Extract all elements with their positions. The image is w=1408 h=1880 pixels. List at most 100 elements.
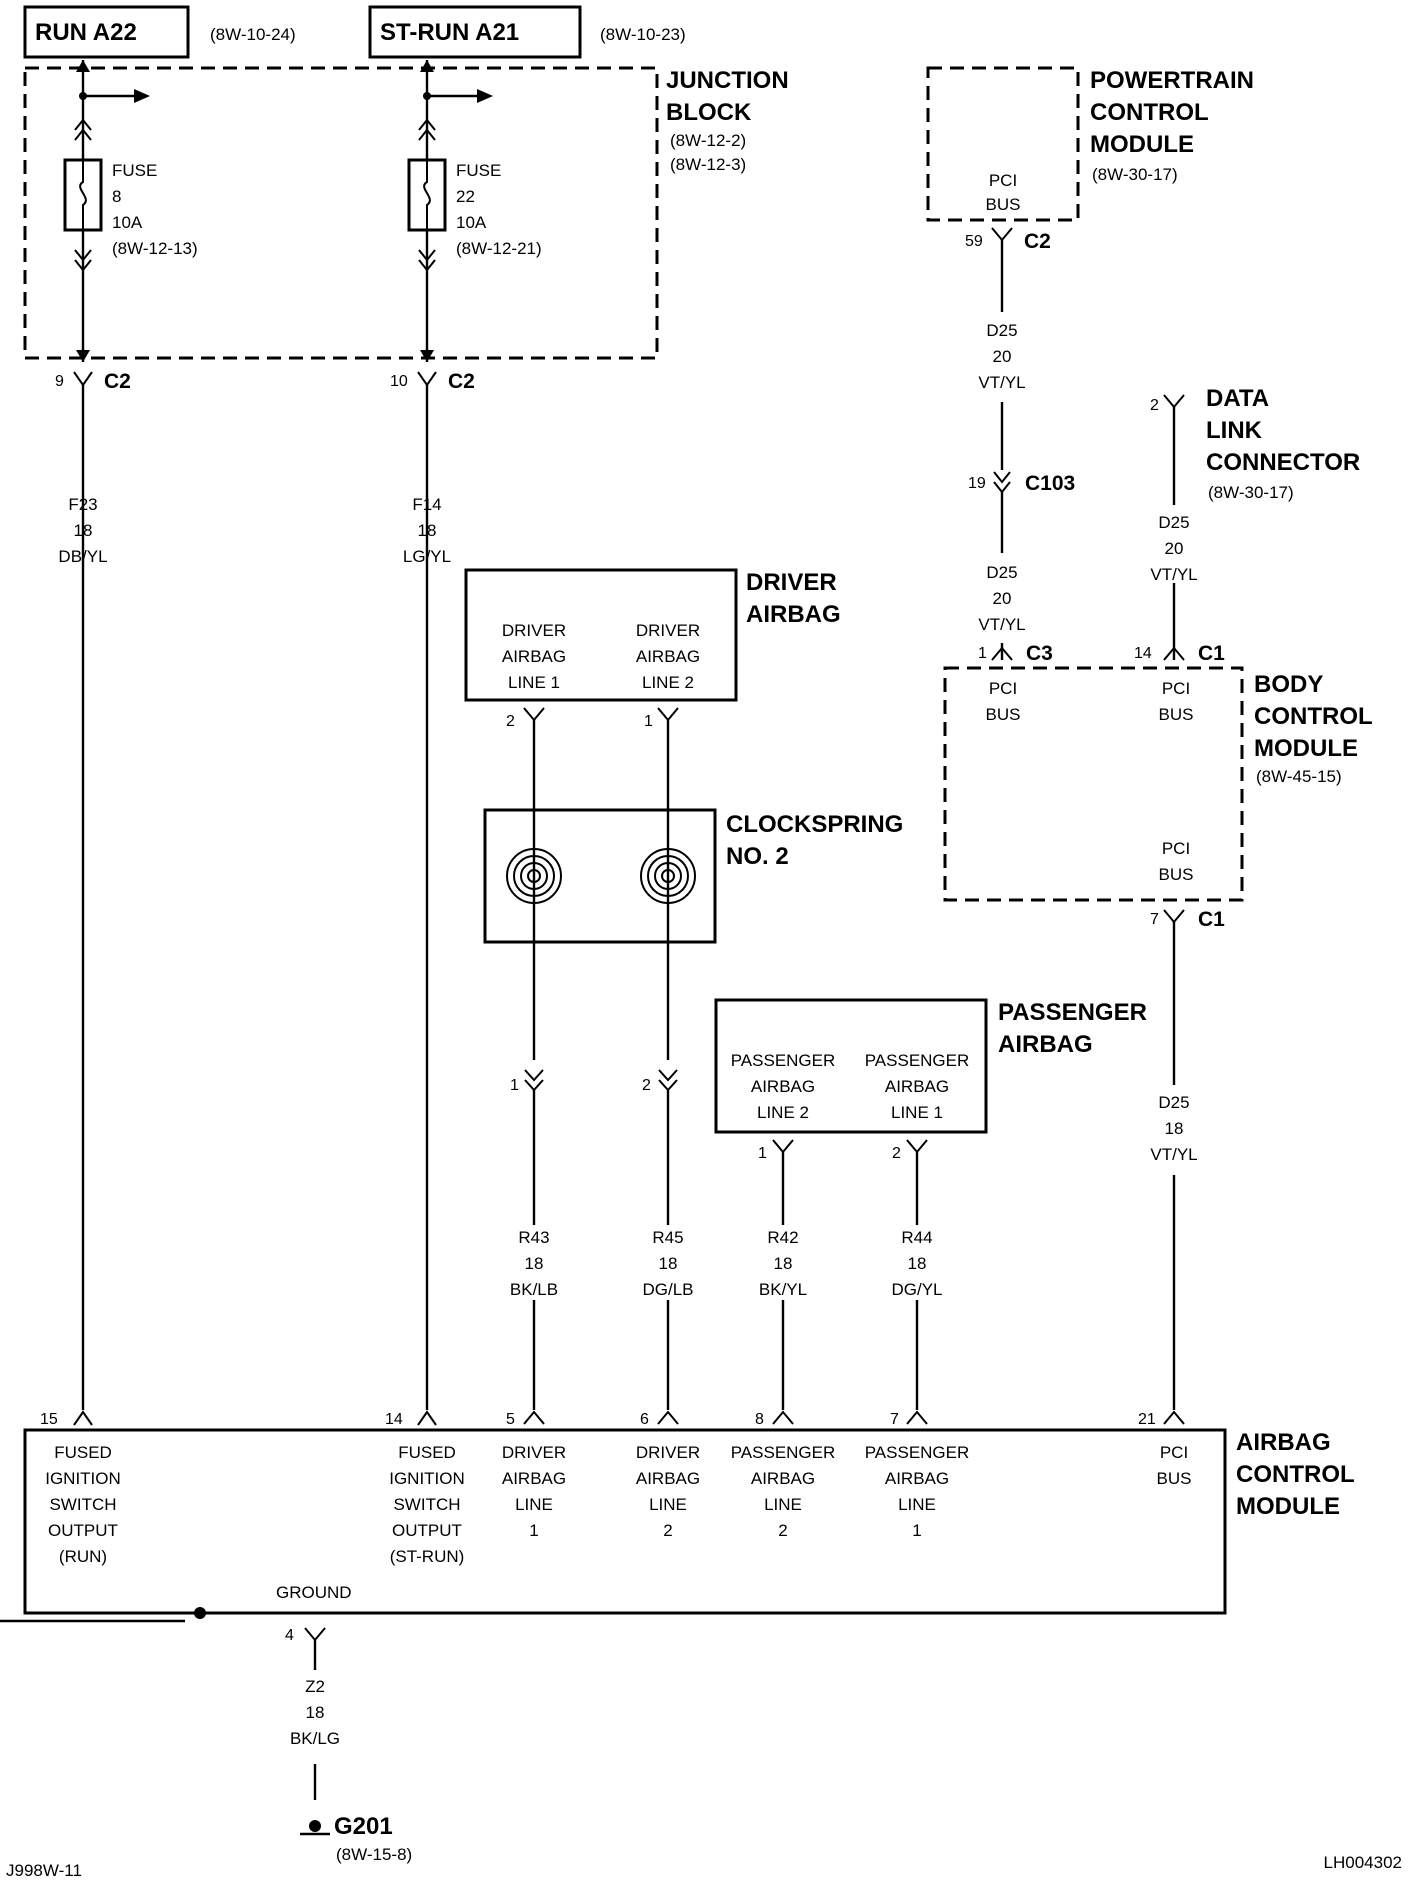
ground-g201: G201 — [334, 1813, 393, 1840]
driver-airbag-title: AIRBAG — [746, 601, 841, 628]
bcm-pci-label: PCI — [989, 679, 1017, 698]
bcm-outline — [943, 666, 1244, 902]
ground-ref: (8W-15-8) — [336, 1845, 412, 1864]
wire-f14: 18 — [418, 521, 437, 540]
wire-d25: VT/YL — [1150, 1145, 1197, 1164]
ground-pin: 4 — [285, 1627, 294, 1644]
passenger-airbag-line2: AIRBAG — [751, 1077, 815, 1096]
footer-left-code: J998W-11 — [6, 1861, 82, 1880]
wire-d25: D25 — [986, 563, 1017, 582]
acm-title: MODULE — [1236, 1493, 1340, 1520]
pcm-pci-label: BUS — [986, 195, 1021, 214]
wire-z2: 18 — [306, 1703, 325, 1722]
wire-f14: F14 — [412, 495, 441, 514]
run-a22-ref: (8W-10-24) — [210, 25, 296, 44]
wire-d25: D25 — [986, 321, 1017, 340]
wire-r45: R45 — [652, 1228, 683, 1247]
wire-r42: R42 — [767, 1228, 798, 1247]
fuse-22-label: 10A — [456, 213, 487, 232]
passenger-airbag-title: PASSENGER — [998, 999, 1147, 1026]
wire-f23: F23 — [68, 495, 97, 514]
clockspring-box — [483, 808, 717, 944]
acm-pin-label: FUSED — [398, 1443, 456, 1462]
passenger-airbag-line1: PASSENGER — [865, 1051, 970, 1070]
st-run-a21-label: ST-RUN A21 — [380, 19, 519, 46]
fuse-22-label: 22 — [456, 187, 475, 206]
wire-r45: DG/LB — [642, 1280, 693, 1299]
junction-block-title: BLOCK — [666, 99, 752, 126]
wire-z2: BK/LG — [290, 1729, 340, 1748]
driver-airbag-box — [464, 568, 738, 702]
pcm-title: CONTROL — [1090, 99, 1209, 126]
connector-c2: C2 — [1024, 230, 1051, 253]
bcm-ref: (8W-45-15) — [1256, 767, 1342, 786]
acm-title: AIRBAG — [1236, 1429, 1331, 1456]
acm-pin-label: OUTPUT — [48, 1521, 118, 1540]
driver-airbag-pin: 2 — [506, 713, 515, 730]
wire-r45: 18 — [659, 1254, 678, 1273]
bcm-pci-label: PCI — [1162, 679, 1190, 698]
wire-d25: 18 — [1165, 1119, 1184, 1138]
acm-pin-label: AIRBAG — [636, 1469, 700, 1488]
acm-pin-label: IGNITION — [45, 1469, 121, 1488]
wire-d25: D25 — [1158, 513, 1189, 532]
bcm-pci-label: BUS — [986, 705, 1021, 724]
fuse-8-label: 8 — [112, 187, 121, 206]
clockspring-pin: 2 — [642, 1077, 651, 1094]
acm-pin-label: AIRBAG — [502, 1469, 566, 1488]
passenger-airbag-pin: 1 — [758, 1145, 767, 1162]
run-a22-label: RUN A22 — [35, 19, 137, 46]
connector-c1: C1 — [1198, 908, 1225, 931]
acm-ground-label: GROUND — [276, 1583, 352, 1602]
bcm-title: CONTROL — [1254, 703, 1373, 730]
driver-airbag-line2: LINE 2 — [642, 673, 694, 692]
dlc-title: CONNECTOR — [1206, 449, 1360, 476]
st-run-a21-box — [368, 5, 582, 59]
acm-pin-label: PASSENGER — [731, 1443, 836, 1462]
bcm-pci-label: BUS — [1159, 705, 1194, 724]
acm-pin-number: 7 — [890, 1411, 899, 1428]
connector-c2-pin: 59 — [965, 233, 983, 250]
clockspring-pin: 1 — [510, 1077, 519, 1094]
st-run-a21-ref: (8W-10-23) — [600, 25, 686, 44]
acm-pin-number: 6 — [640, 1411, 649, 1428]
acm-title: CONTROL — [1236, 1461, 1355, 1488]
diagram-labels: RUN A22(8W-10-24)ST-RUN A21(8W-10-23)JUN… — [6, 19, 1402, 1880]
fuse-22-label: (8W-12-21) — [456, 239, 542, 258]
run-circuit — [63, 60, 150, 1426]
passenger-airbag-box — [714, 998, 988, 1134]
driver-airbag-line2: DRIVER — [636, 621, 700, 640]
dlc-ref: (8W-30-17) — [1208, 483, 1294, 502]
acm-pin-label: AIRBAG — [751, 1469, 815, 1488]
connector-c1-pin: 14 — [1134, 645, 1152, 662]
wire-r44: R44 — [901, 1228, 932, 1247]
wire-d25: D25 — [1158, 1093, 1189, 1112]
clockspring-coil-1 — [506, 848, 562, 904]
ground-circuit — [0, 1607, 330, 1836]
driver-airbag-wires — [523, 707, 679, 1425]
fuse-22-label: FUSE — [456, 161, 501, 180]
connector-c2: C2 — [104, 370, 131, 393]
wire-d25: VT/YL — [1150, 565, 1197, 584]
bcm-pci-label: PCI — [1162, 839, 1190, 858]
passenger-airbag-title: AIRBAG — [998, 1031, 1093, 1058]
acm-pin-label: 2 — [778, 1521, 787, 1540]
wire-d25: VT/YL — [978, 615, 1025, 634]
passenger-airbag-line1: AIRBAG — [885, 1077, 949, 1096]
driver-airbag-pin: 1 — [644, 713, 653, 730]
wire-d25: 20 — [993, 347, 1012, 366]
dlc-title: LINK — [1206, 417, 1263, 444]
acm-pin-label: IGNITION — [389, 1469, 465, 1488]
acm-pin-label: (ST-RUN) — [390, 1547, 465, 1566]
wire-z2: Z2 — [305, 1677, 325, 1696]
driver-airbag-line1: LINE 1 — [508, 673, 560, 692]
acm-pin-label: FUSED — [54, 1443, 112, 1462]
st-run-circuit — [407, 60, 493, 1426]
acm-pin-label: 1 — [912, 1521, 921, 1540]
acm-pin-number: 5 — [506, 1411, 515, 1428]
dlc-title: DATA — [1206, 385, 1269, 412]
acm-pin-number: 21 — [1138, 1411, 1156, 1428]
driver-airbag-line1: DRIVER — [502, 621, 566, 640]
acm-pin-label: AIRBAG — [885, 1469, 949, 1488]
